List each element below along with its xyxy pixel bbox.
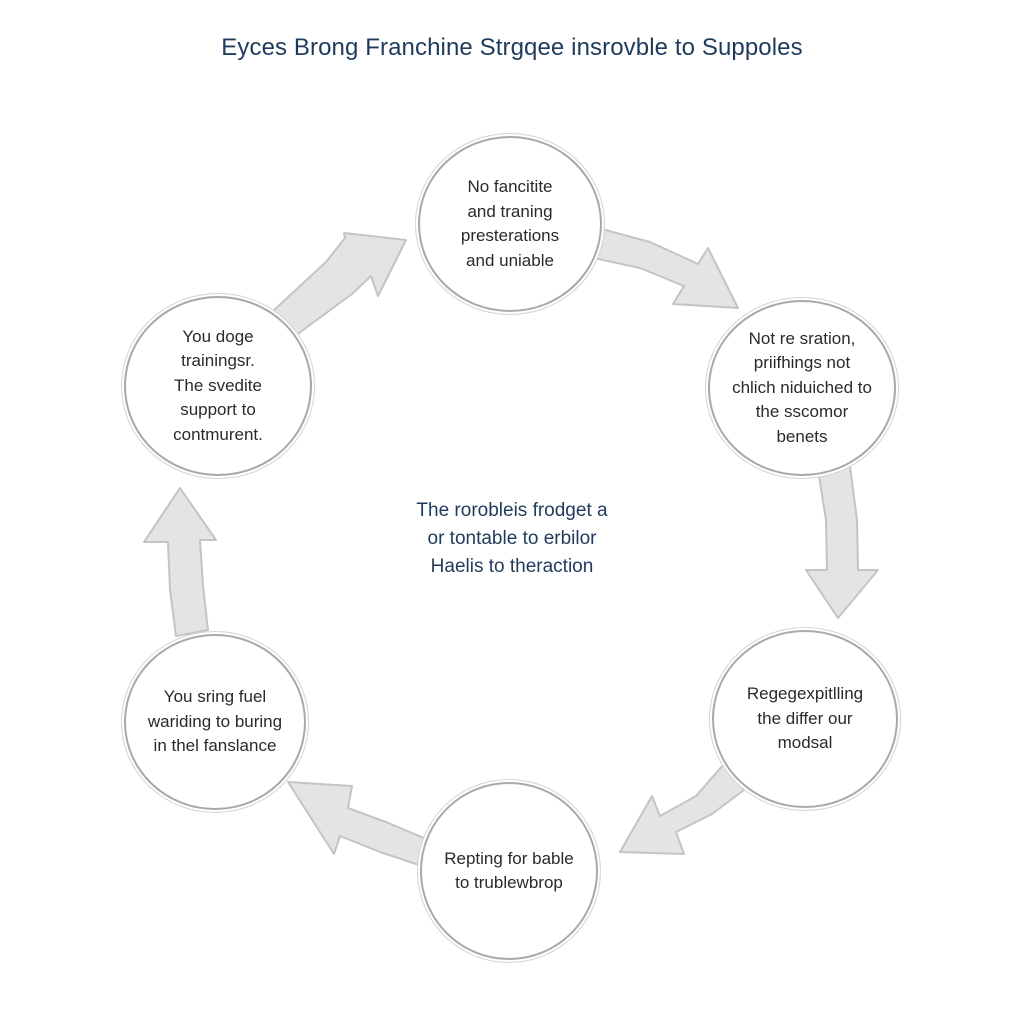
cycle-node-upper-right: Not re sration, priifhings not chlich ni… <box>708 300 896 476</box>
arrow-lower-right-to-bottom <box>619 763 745 855</box>
arrow-top-to-right <box>593 227 739 309</box>
center-statement: The rorobleis frodget a or tontable to e… <box>416 500 608 577</box>
arrow-left-to-top <box>271 232 407 337</box>
diagram-title: Eyces Brong Franchine Strgqee insrovble … <box>221 34 803 61</box>
cycle-node-lower-right: Regegexpitlling the differ our modsal <box>712 630 898 808</box>
cycle-node-lower-left-text: You sring fuel wariding to buring in the… <box>147 687 283 756</box>
cycle-node-left: You doge trainingsr. The svedite support… <box>124 296 312 476</box>
arrow-bottom-to-lower-left <box>287 781 425 867</box>
cycle-node-top: No fancitite and traning presterations a… <box>418 136 602 312</box>
arrow-right-to-lower-right <box>805 465 879 619</box>
cycle-node-lower-right-text: Regegexpitlling the differ our modsal <box>746 684 864 753</box>
cycle-node-lower-left: You sring fuel wariding to buring in the… <box>124 634 306 810</box>
cycle-node-upper-right-text: Not re sration, priifhings not chlich ni… <box>732 328 872 446</box>
cycle-node-bottom: Repting for bable to trublewbrop <box>420 782 598 960</box>
cycle-node-top-text: No fancitite and traning presterations a… <box>460 177 560 270</box>
cycle-node-left-text: You doge trainingsr. The svedite support… <box>173 326 263 444</box>
arrow-lower-left-to-left <box>143 487 217 637</box>
cycle-node-bottom-text: Repting for bable to trublewbrop <box>444 848 574 893</box>
